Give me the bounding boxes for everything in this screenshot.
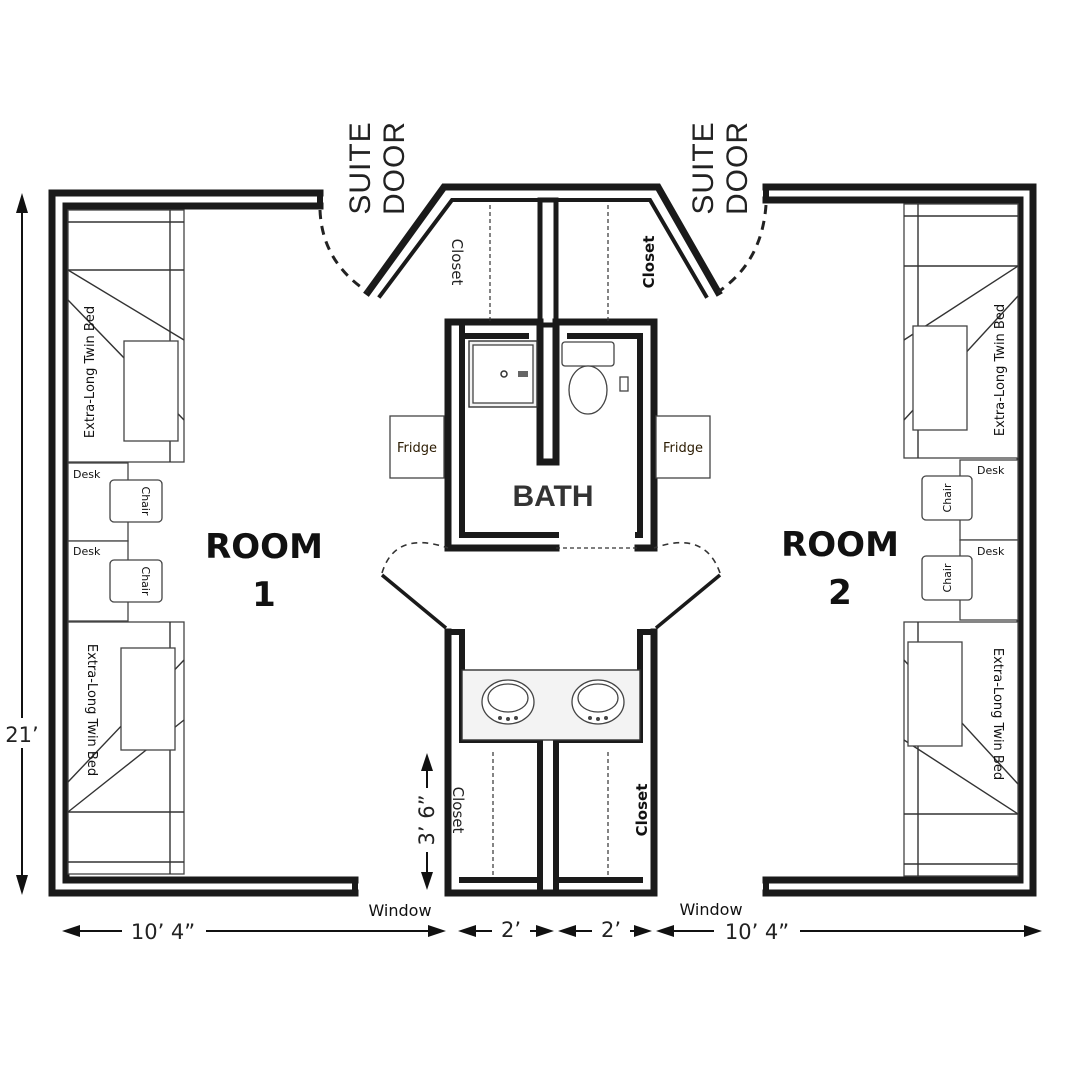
svg-text:DOOR: DOOR: [378, 121, 411, 215]
fridge-label: Fridge: [397, 441, 437, 456]
window-label-right: Window: [679, 900, 742, 919]
doors: [318, 204, 768, 630]
desk-room1-b: Desk Chair: [67, 540, 163, 622]
fridge-label: Fridge: [663, 441, 703, 456]
desk-room2-b: Desk Chair: [921, 539, 1019, 621]
sink-right: [571, 679, 625, 725]
bed-label: Extra-Long Twin Bed: [84, 644, 99, 776]
room2-furniture: Extra-Long Twin Bed Desk Chair Desk Chai…: [655, 203, 1019, 877]
dimension-closet-depth: 3’ 6”: [414, 753, 440, 890]
suite-door-label-right: SUITE DOOR: [687, 121, 754, 215]
sink-vanity: [461, 669, 641, 741]
desk-label: Desk: [73, 545, 101, 558]
svg-text:10’ 4”: 10’ 4”: [131, 920, 195, 944]
closet-label-top-right: Closet: [640, 236, 658, 289]
dimension-height: 21’: [4, 193, 42, 895]
svg-text:2: 2: [828, 573, 852, 613]
svg-text:SUITE: SUITE: [687, 121, 720, 214]
chair-label: Chair: [139, 487, 152, 516]
bath-label: BATH: [512, 480, 593, 513]
bed-label: Extra-Long Twin Bed: [993, 304, 1008, 436]
bed-room1-top: Extra-Long Twin Bed: [67, 209, 185, 463]
closet-label-bottom-right: Closet: [633, 784, 651, 837]
desk-label: Desk: [977, 545, 1005, 558]
desk-room1-a: Desk Chair: [67, 462, 163, 542]
desk-label: Desk: [73, 468, 101, 481]
svg-text:ROOM: ROOM: [205, 527, 323, 567]
room1-furniture: Extra-Long Twin Bed Desk Chair Desk Chai…: [67, 209, 445, 875]
fridge-room2: Fridge: [655, 415, 711, 479]
bed-label: Extra-Long Twin Bed: [990, 648, 1005, 780]
sink-left: [481, 679, 535, 725]
suite-door-label-left: SUITE DOOR: [344, 121, 411, 215]
bed-room2-top: Extra-Long Twin Bed: [903, 203, 1019, 459]
desk-room2-a: Desk Chair: [921, 459, 1019, 541]
window-label-left: Window: [368, 901, 431, 920]
outer-walls: [48, 183, 1037, 897]
central-core: [444, 197, 658, 897]
fridge-room1: Fridge: [389, 415, 445, 479]
svg-text:2’: 2’: [501, 918, 521, 942]
svg-text:10’ 4”: 10’ 4”: [725, 920, 789, 944]
room1-label: ROOM 1: [205, 527, 323, 615]
chair-label: Chair: [139, 567, 152, 596]
svg-text:ROOM: ROOM: [781, 525, 899, 565]
bath-fixtures: BATH: [468, 340, 629, 513]
chair-label: Chair: [941, 483, 954, 512]
closet-label-top-left: Closet: [448, 239, 466, 286]
svg-text:SUITE: SUITE: [344, 121, 377, 214]
closet-label-bottom-left: Closet: [449, 787, 467, 834]
bed-label: Extra-Long Twin Bed: [83, 306, 98, 438]
bed-room2-bottom: Extra-Long Twin Bed: [903, 621, 1019, 877]
bed-room1-bottom: Extra-Long Twin Bed: [67, 621, 185, 875]
svg-text:1: 1: [252, 575, 276, 615]
svg-text:DOOR: DOOR: [721, 121, 754, 215]
dimension-bottom: 10’ 4” 2’ 2’ 10’ 4”: [62, 918, 1042, 944]
closet-depth-label: 3’ 6”: [415, 795, 439, 846]
toilet: [561, 341, 629, 415]
room2-label: ROOM 2: [781, 525, 899, 613]
svg-text:2’: 2’: [601, 918, 621, 942]
chair-label: Chair: [941, 563, 954, 592]
shower: [468, 340, 538, 408]
desk-label: Desk: [977, 464, 1005, 477]
svg-text:21’: 21’: [5, 723, 38, 747]
